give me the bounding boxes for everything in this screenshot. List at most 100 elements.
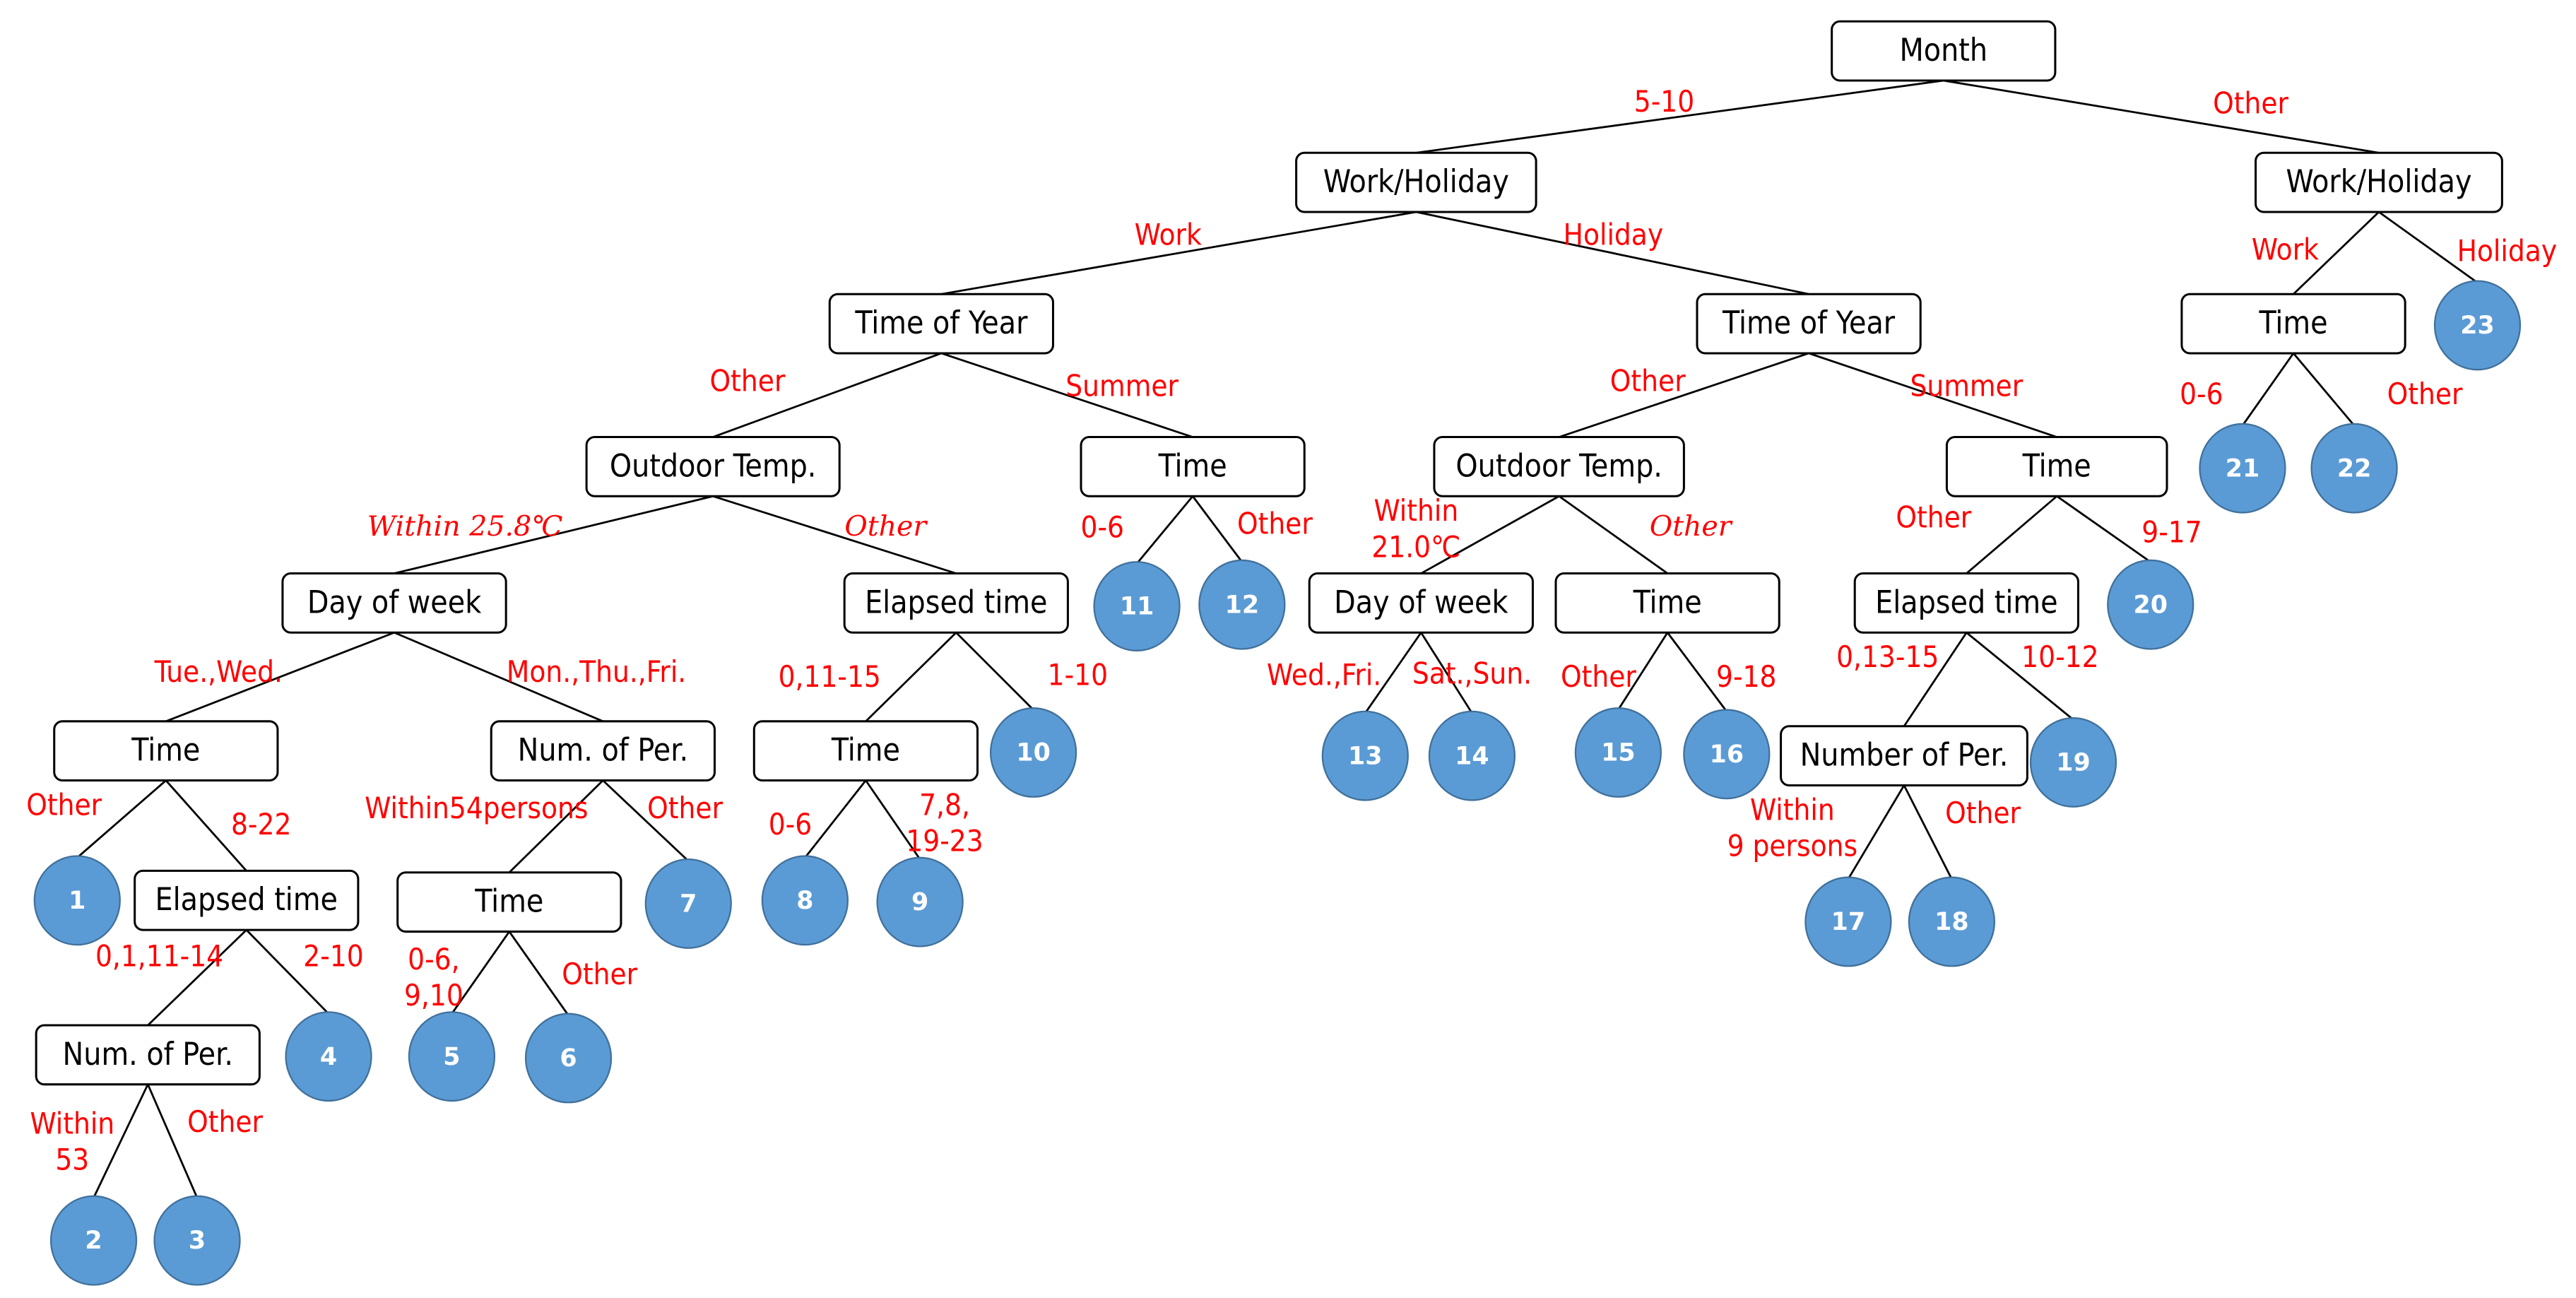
node-label: Elapsed time (865, 584, 1047, 620)
edge-label: Other (1237, 507, 1313, 541)
leaf-node-18: 18 (1908, 876, 1996, 967)
tree-edge (955, 632, 1034, 711)
leaf-node-9: 9 (876, 856, 964, 948)
tree-edge (165, 631, 395, 723)
leaf-circle (1321, 710, 1409, 801)
tree-edge (165, 779, 247, 872)
leaf-node-15: 15 (1574, 707, 1662, 798)
edge-label: 9 persons (1727, 828, 1858, 863)
node-box (828, 293, 1054, 355)
decision-node-np3: Num. of Per. (35, 1024, 261, 1086)
decision-node-toy2: Time of Year (1696, 293, 1922, 355)
node-label: Time (2259, 305, 2328, 341)
node-box (1780, 725, 2028, 787)
node-box (1853, 572, 2079, 634)
leaf-label: 10 (1016, 739, 1051, 767)
decision-node-ot2: Outdoor Temp. (1433, 436, 1685, 497)
node-box (134, 869, 360, 931)
decision-node-tr: Time (2180, 293, 2406, 355)
edge-label: 0,13-15 (1836, 639, 1939, 674)
leaf-circle (33, 855, 121, 946)
leaf-node-21: 21 (2199, 423, 2286, 514)
edge-label: Within54persons (365, 791, 588, 825)
node-box (1295, 151, 1537, 213)
leaf-label: 12 (1225, 591, 1260, 619)
node-label: Number of Per. (1800, 738, 2009, 774)
decision-node-ot1: Outdoor Temp. (585, 436, 841, 497)
leaf-node-1: 1 (33, 855, 121, 946)
leaf-circle (1683, 709, 1771, 800)
edge-label: Holiday (2457, 234, 2558, 269)
leaf-label: 5 (443, 1043, 460, 1071)
node-box (281, 572, 507, 634)
node-label: Time (1633, 584, 1702, 620)
tree-edge (2293, 211, 2380, 295)
node-label: Outdoor Temp. (610, 448, 817, 484)
edge-label: Other (187, 1104, 263, 1139)
tree-edge (1667, 632, 1727, 712)
edge-label: Tue.,Wed. (154, 654, 283, 689)
leaf-node-13: 13 (1321, 710, 1409, 801)
edge-label: Within (1750, 792, 1835, 827)
edge-label: Mon.,Thu.,Fri. (507, 654, 686, 689)
leaf-node-17: 17 (1804, 876, 1892, 967)
tree-edge (1420, 632, 1473, 714)
leaf-label: 6 (560, 1044, 577, 1073)
leaf-label: 7 (680, 890, 697, 919)
tree-edge (2241, 353, 2295, 427)
decision-node-t5: Time (396, 871, 622, 933)
node-label: Day of week (1334, 584, 1508, 620)
leaf-label: 16 (1710, 741, 1744, 769)
node-box (2255, 151, 2503, 213)
tree-edge (93, 1084, 149, 1198)
edge-label: 0,1,11-14 (95, 938, 223, 973)
tree-edge (147, 929, 247, 1026)
leaf-node-22: 22 (2310, 423, 2398, 514)
tree-edge (2378, 211, 2478, 284)
leaf-circle (2199, 423, 2286, 514)
edge-label: Sat.,Sun. (1412, 656, 1532, 690)
decision-node-t1: Time (53, 720, 279, 782)
tree-edge (940, 352, 1193, 438)
tree-edge (508, 779, 604, 873)
edge-label: 10-12 (2021, 639, 2098, 674)
decision-node-wh2: Work/Holiday (2255, 151, 2503, 213)
leaf-label: 4 (320, 1043, 337, 1071)
leaf-circle (2433, 280, 2522, 371)
tree-edge (865, 632, 957, 722)
tree-edge (865, 779, 921, 860)
tree-edge (602, 779, 690, 862)
edge-label: Summer (1065, 368, 1178, 403)
leaf-circle (408, 1011, 496, 1102)
leaf-label: 13 (1348, 742, 1383, 770)
leaf-node-6: 6 (524, 1013, 613, 1104)
decision-node-t11: Time (1080, 436, 1306, 497)
tree-edge (1903, 784, 1953, 880)
node-box (1696, 293, 1922, 355)
edge-label: 19-23 (906, 824, 983, 859)
tree-edge (1903, 632, 1968, 727)
leaf-node-5: 5 (408, 1011, 496, 1102)
edge-label: Work (2252, 232, 2319, 266)
edge-label: Other (1561, 659, 1636, 694)
edge-label: 9-18 (1716, 659, 1776, 694)
edge-label: Wed.,Fri. (1267, 658, 1381, 692)
leaf-label: 20 (2134, 591, 2168, 619)
node-box (1554, 572, 1780, 634)
edge-label: Other (562, 957, 637, 991)
tree-edge (1559, 352, 1809, 438)
tree-edge (2292, 353, 2356, 427)
tree-edge (146, 1084, 199, 1198)
decision-node-dow1: Day of week (281, 572, 507, 634)
node-label: Num. of Per. (63, 1037, 233, 1073)
edge-label: Work (1135, 217, 1202, 252)
decision-node-ts2: Time (1945, 436, 2168, 497)
node-box (1433, 436, 1685, 497)
tree-edge (1617, 632, 1669, 711)
tree-edge (712, 352, 942, 438)
edge-label: 21.0℃ (1371, 529, 1460, 564)
leaf-circle (1908, 876, 1996, 967)
leaf-node-16: 16 (1683, 709, 1771, 800)
edge-label: 1-10 (1048, 658, 1108, 692)
